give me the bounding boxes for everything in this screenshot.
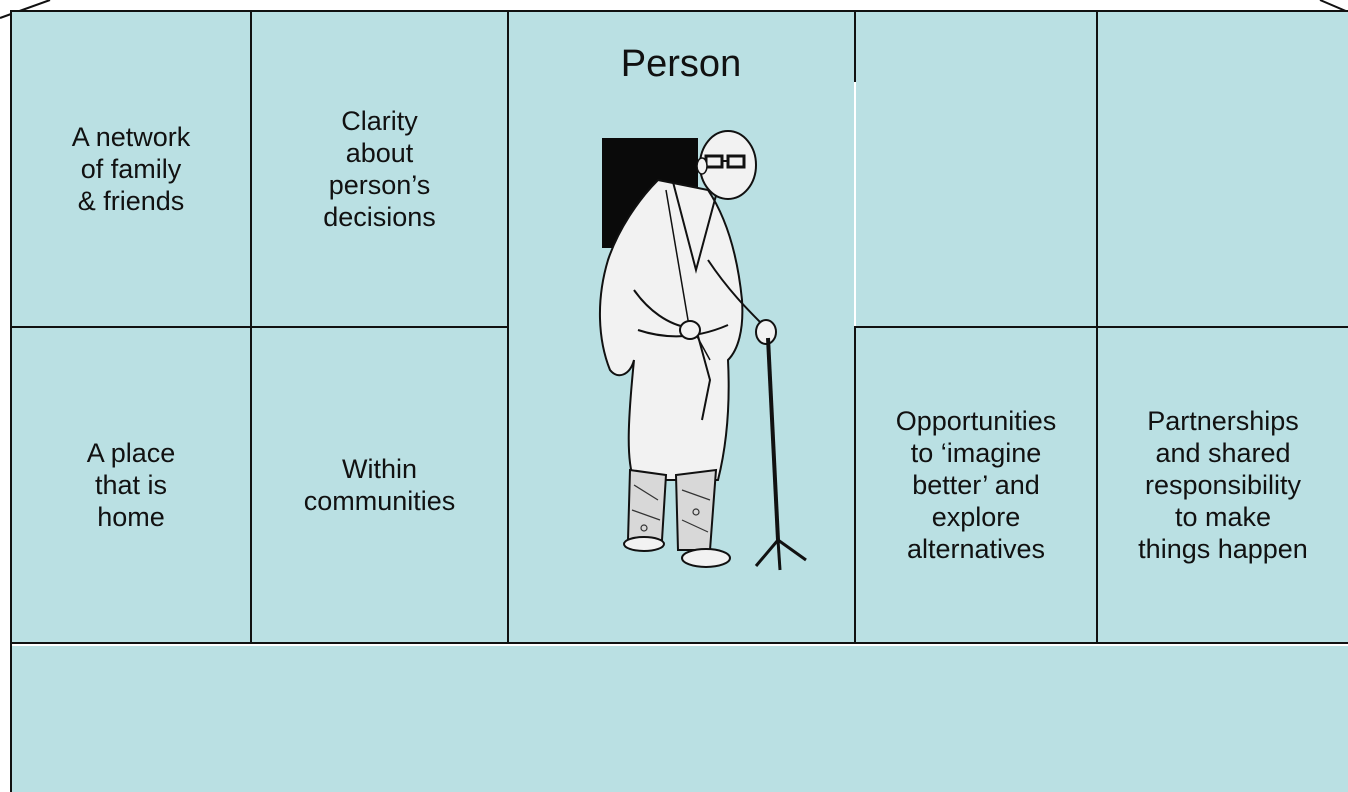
left-border bbox=[10, 10, 12, 792]
cell-partnerships: Partnerships and shared responsibility t… bbox=[1098, 328, 1348, 642]
person-title: Person bbox=[620, 43, 742, 85]
cell-clarity-decisions: Clarity about person’s decisions bbox=[252, 12, 507, 326]
row-divider-left bbox=[10, 326, 509, 328]
cell-place-home-label: A place that is home bbox=[86, 438, 176, 532]
cell-network-family-friends: A network of family & friends bbox=[12, 12, 250, 326]
cell-network-family-friends-label: A network of family & friends bbox=[71, 122, 191, 216]
divider-3-top bbox=[854, 10, 856, 82]
cell-within-communities: Within communities bbox=[252, 328, 507, 642]
cell-top-fourth bbox=[856, 12, 1096, 326]
elderly-man-with-cane-illustration bbox=[598, 130, 807, 571]
cell-opportunities: Opportunities to ‘imagine better’ and ex… bbox=[856, 328, 1096, 642]
cell-partnerships-label: Partnerships and shared responsibility t… bbox=[1138, 406, 1308, 564]
divider-3-bottom bbox=[854, 326, 856, 644]
cell-clarity-decisions-label: Clarity about person’s decisions bbox=[323, 106, 436, 232]
cell-top-right bbox=[1098, 12, 1348, 326]
base-cell bbox=[12, 646, 1348, 792]
cell-within-communities-label: Within communities bbox=[303, 454, 456, 516]
cell-opportunities-label: Opportunities to ‘imagine better’ and ex… bbox=[895, 406, 1057, 564]
cell-place-home: A place that is home bbox=[12, 328, 250, 642]
row-divider-right bbox=[854, 326, 1348, 328]
top-border bbox=[10, 10, 1348, 12]
base-divider bbox=[10, 642, 1348, 644]
